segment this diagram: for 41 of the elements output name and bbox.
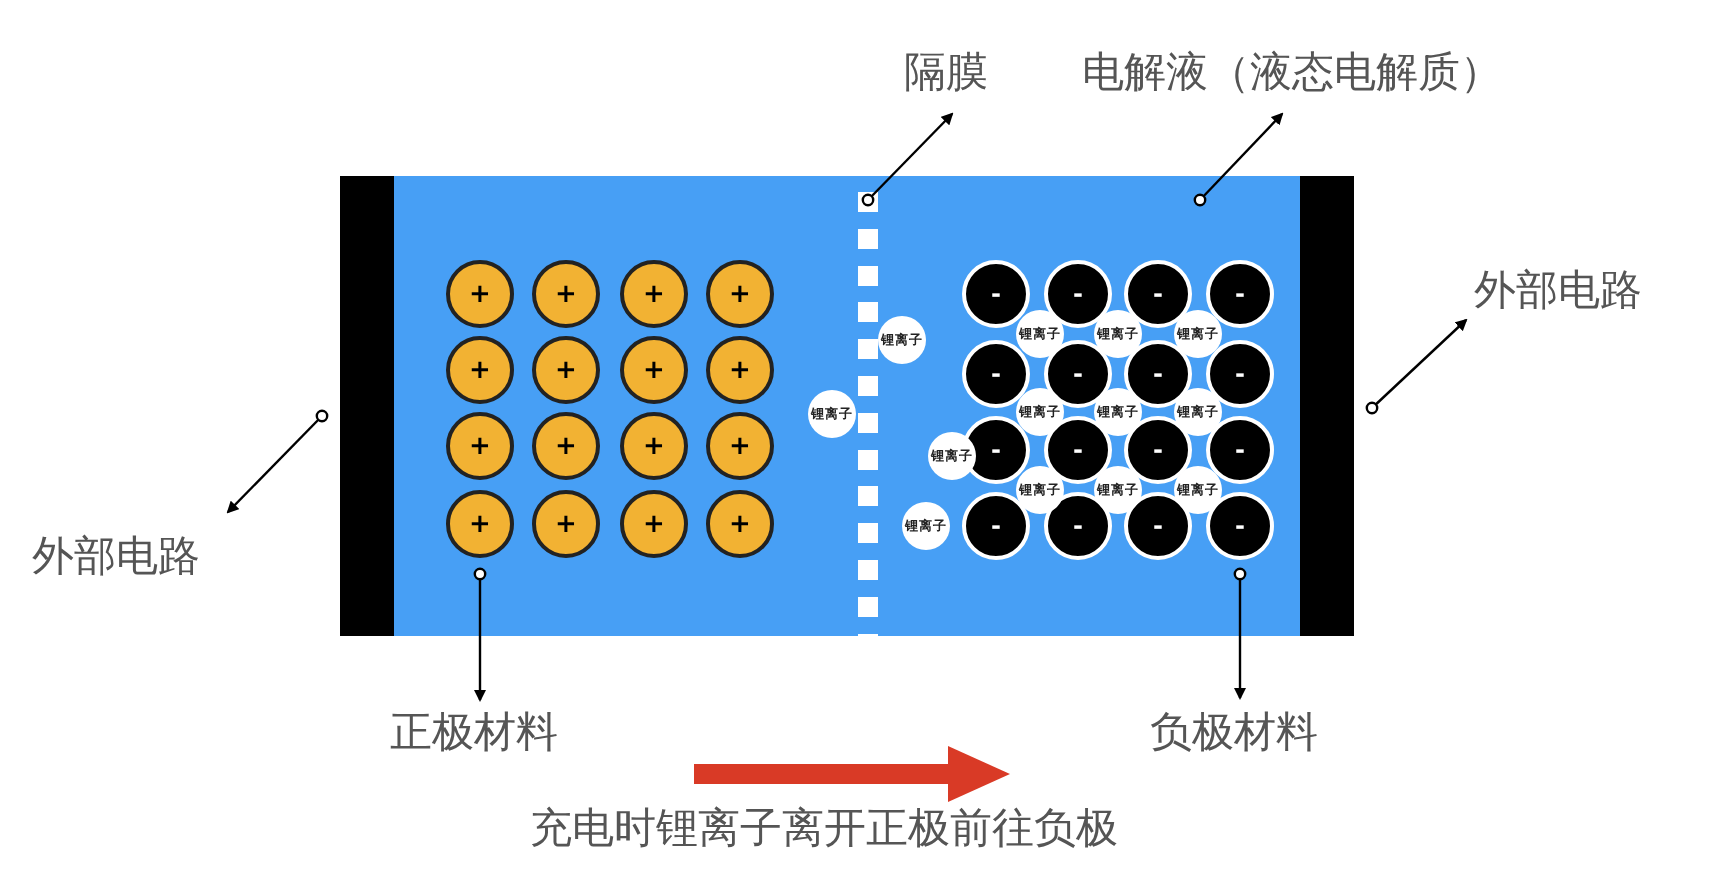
leader-line xyxy=(1365,318,1468,415)
leader-line xyxy=(226,409,329,514)
positive-particle: + xyxy=(532,260,600,328)
leader-line xyxy=(861,112,954,207)
part-label: 隔膜 xyxy=(904,52,988,94)
positive-particle: + xyxy=(532,336,600,404)
positive-particle: + xyxy=(446,412,514,480)
positive-particle: + xyxy=(706,412,774,480)
leader-line xyxy=(1233,567,1247,700)
negative-particle: - xyxy=(1206,340,1274,408)
positive-particle: + xyxy=(706,260,774,328)
negative-particle: - xyxy=(962,260,1030,328)
leader-line xyxy=(473,567,487,702)
positive-particle: + xyxy=(706,490,774,558)
leader-line xyxy=(1193,112,1284,207)
electrolyte-area xyxy=(394,176,1300,636)
positive-particle: + xyxy=(532,490,600,558)
part-label: 正极材料 xyxy=(390,712,558,754)
positive-particle: + xyxy=(620,412,688,480)
positive-particle: + xyxy=(446,336,514,404)
negative-particle: - xyxy=(1206,260,1274,328)
separator-membrane xyxy=(858,192,878,636)
electrode-plate xyxy=(1300,176,1354,636)
negative-particle: - xyxy=(962,340,1030,408)
positive-particle: + xyxy=(620,490,688,558)
negative-particle: - xyxy=(1206,416,1274,484)
negative-particle: - xyxy=(1124,260,1192,328)
part-label: 外部电路 xyxy=(1474,270,1642,312)
part-label: 电解液（液态电解质） xyxy=(1082,52,1502,94)
positive-particle: + xyxy=(620,336,688,404)
positive-particle: + xyxy=(706,336,774,404)
positive-particle: + xyxy=(532,412,600,480)
positive-particle: + xyxy=(620,260,688,328)
part-label: 外部电路 xyxy=(32,536,200,578)
positive-particle: + xyxy=(446,260,514,328)
electrode-plate xyxy=(340,176,394,636)
caption-text: 充电时锂离子离开正极前往负极 xyxy=(530,808,1118,850)
positive-particle: + xyxy=(446,490,514,558)
negative-particle: - xyxy=(1044,260,1112,328)
part-label: 负极材料 xyxy=(1150,712,1318,754)
negative-particle: - xyxy=(1206,492,1274,560)
